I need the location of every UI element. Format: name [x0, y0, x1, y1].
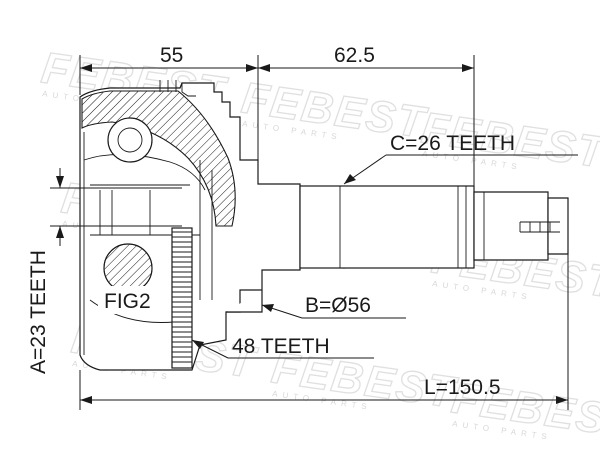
- upper-ball: [107, 117, 153, 163]
- dimensions: 55 62.5 C=26 TEETH A=23 TEETH B=Ø56 48 T…: [27, 44, 578, 410]
- fig2-label: FIG2: [104, 290, 151, 313]
- abs-tooth-ring: [171, 227, 193, 369]
- dim-length: L=150.5: [424, 376, 501, 399]
- dim-spline-a: A=23 TEETH: [27, 250, 50, 374]
- dim-abs-ring: 48 TEETH: [232, 335, 330, 358]
- dim-spline-c: C=26 TEETH: [390, 132, 515, 155]
- boot-ridges: [159, 80, 196, 97]
- housing-inner-line: [83, 154, 206, 191]
- shaft-thread: [519, 221, 560, 233]
- stem-bracket: [226, 290, 263, 313]
- dim-seal-b: B=Ø56: [305, 294, 371, 317]
- upper-ball-inner: [117, 127, 143, 153]
- lower-ball-hatch: [104, 244, 152, 292]
- dim-right-width: 62.5: [334, 44, 375, 67]
- housing-section-upper: [81, 90, 236, 227]
- spline-shaft: [299, 185, 569, 269]
- dim-left-width: 55: [160, 44, 183, 67]
